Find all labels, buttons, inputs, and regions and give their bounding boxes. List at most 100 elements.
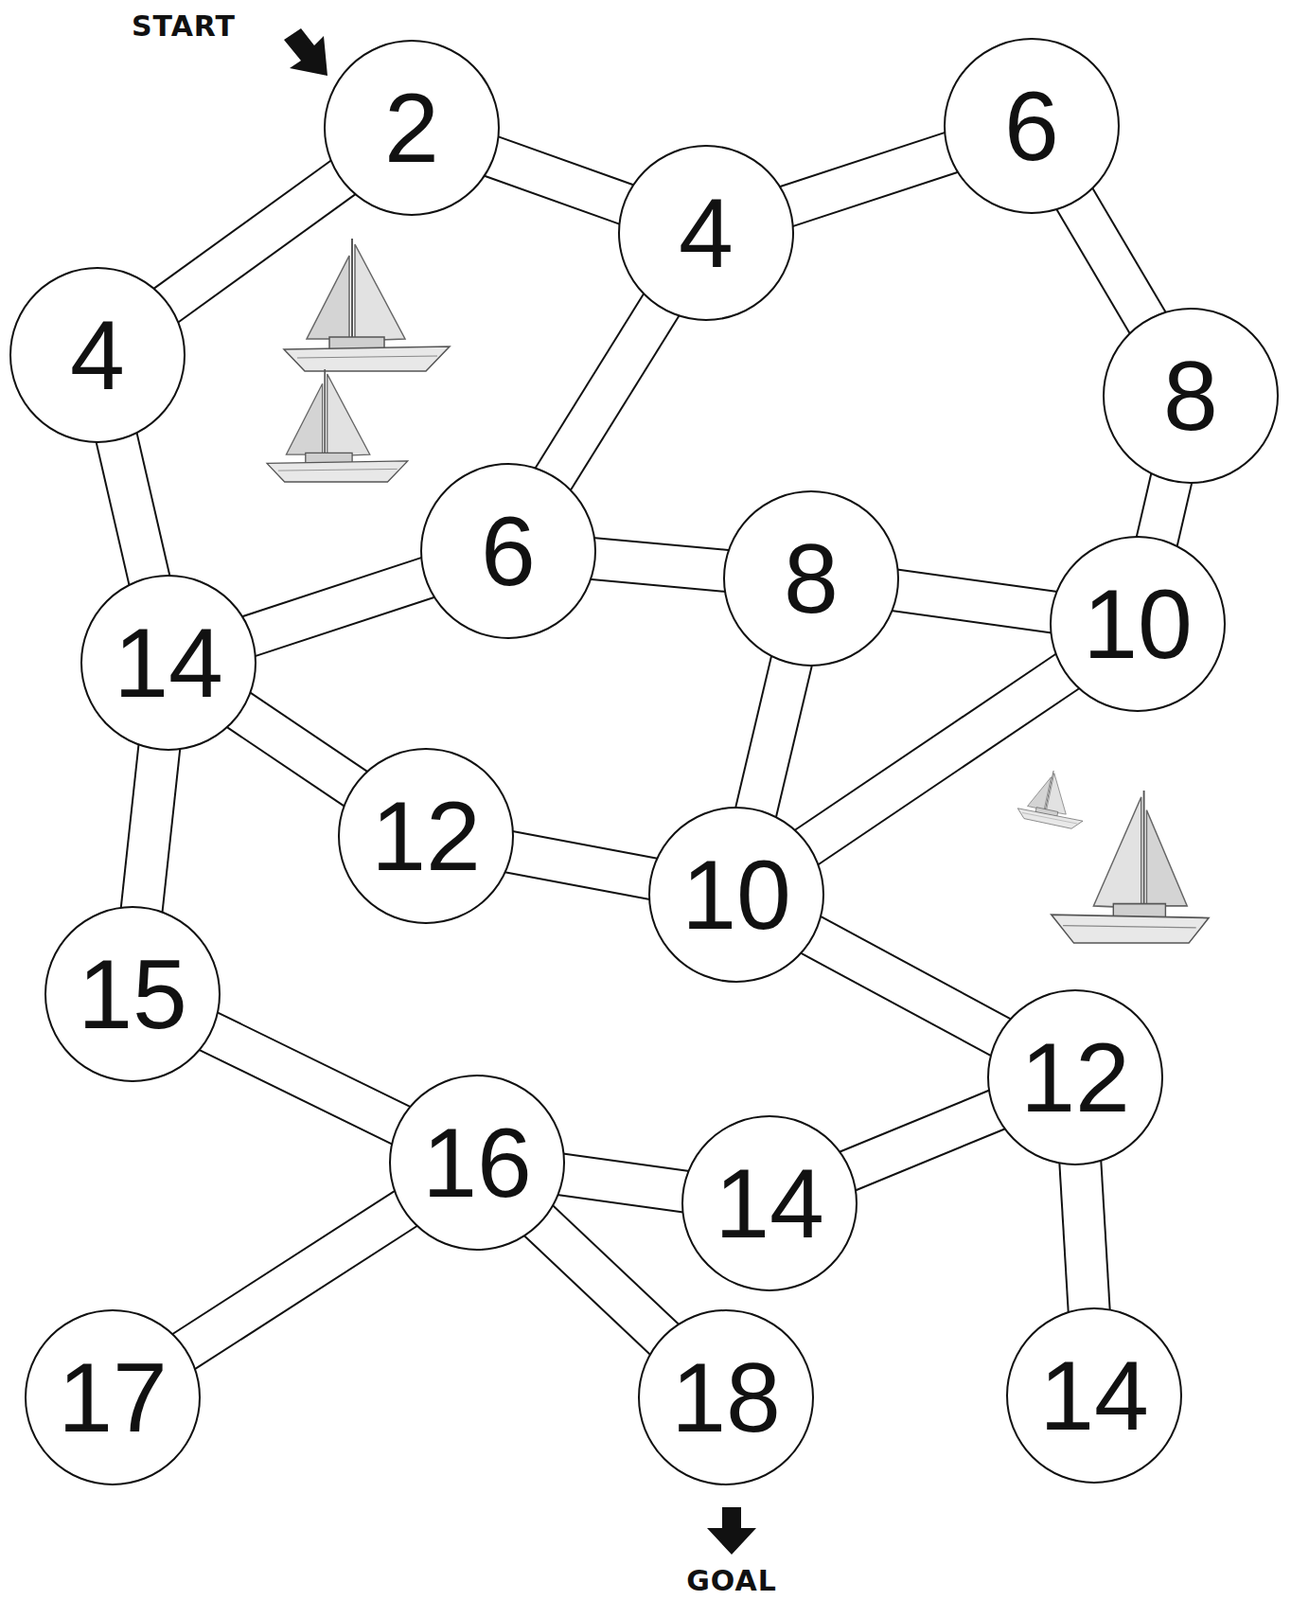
corridor-edge	[782, 151, 955, 209]
number-circle: 6	[420, 462, 597, 639]
step-number: 12	[371, 786, 481, 885]
path-corridor	[782, 151, 955, 209]
path-corridor	[245, 576, 433, 638]
corridor-edge	[1155, 474, 1173, 546]
corridor-fill	[1079, 1157, 1090, 1315]
corridor-fill	[588, 558, 732, 572]
step-number: 14	[1039, 1345, 1150, 1445]
number-circle: 8	[1102, 307, 1279, 484]
path-corridor	[550, 300, 664, 483]
corridor-fill	[807, 932, 1005, 1039]
corridor-fill	[802, 669, 1071, 850]
corridor-edge	[844, 1107, 1002, 1172]
number-circle: 16	[389, 1074, 566, 1251]
sailboat	[1051, 790, 1209, 943]
corridor-fill	[1155, 474, 1173, 546]
path-corridor	[588, 558, 732, 572]
sailboat	[1015, 764, 1092, 831]
path-corridor	[487, 155, 631, 207]
number-circle: 4	[9, 266, 186, 443]
corridor-edge	[807, 932, 1005, 1039]
corridor-fill	[782, 151, 955, 209]
number-circle: 14	[681, 1114, 858, 1291]
corridor-edge	[588, 558, 732, 572]
start-arrow	[283, 28, 328, 76]
path-corridor	[1072, 194, 1150, 327]
step-number: 18	[671, 1347, 781, 1447]
corridor-fill	[535, 1217, 668, 1342]
path-corridor	[535, 1217, 668, 1342]
path-corridor	[204, 1028, 405, 1127]
corridor-fill	[115, 433, 151, 584]
corridor-fill	[550, 300, 664, 483]
path-corridor	[505, 850, 658, 880]
step-number: 8	[1163, 346, 1219, 445]
corridor-edge	[802, 669, 1071, 850]
corridor-edge	[535, 1217, 668, 1342]
number-circle: 12	[337, 747, 514, 924]
corridor-edge	[245, 576, 433, 638]
corridor-fill	[179, 1205, 409, 1354]
number-circle: 8	[723, 490, 900, 667]
path-corridor	[179, 1205, 409, 1354]
step-number: 12	[1020, 1027, 1131, 1127]
corridor-edge	[141, 742, 160, 915]
step-number: 10	[681, 845, 792, 944]
corridor-edge	[556, 1173, 690, 1193]
path-corridor	[235, 707, 360, 791]
corridor-edge	[1079, 1157, 1090, 1315]
number-circle: 4	[618, 144, 795, 321]
corridor-fill	[556, 1173, 690, 1193]
number-circle: 10	[648, 806, 825, 983]
corridor-fill	[505, 850, 658, 880]
number-circle: 14	[80, 574, 257, 751]
path-corridor	[844, 1107, 1002, 1172]
step-number: 17	[57, 1347, 168, 1447]
step-number: 4	[70, 305, 125, 405]
step-number: 8	[783, 529, 839, 628]
corridor-edge	[204, 1028, 405, 1127]
step-number: 15	[77, 944, 188, 1044]
corridor-fill	[162, 175, 347, 308]
corridor-fill	[245, 576, 433, 638]
path-corridor	[890, 589, 1059, 614]
step-number: 14	[714, 1153, 825, 1253]
number-circle: 2	[323, 39, 500, 216]
corridor-edge	[505, 850, 658, 880]
corridor-edge	[1072, 194, 1150, 327]
step-number: 10	[1082, 574, 1193, 673]
step-number: 16	[422, 1113, 532, 1212]
path-corridor	[115, 433, 151, 584]
step-number: 2	[384, 78, 440, 177]
number-circle: 14	[1006, 1307, 1183, 1484]
step-number: 14	[113, 613, 224, 712]
corridor-edge	[487, 155, 631, 207]
corridor-edge	[890, 589, 1059, 614]
sailboat	[283, 238, 450, 372]
path-corridor	[1079, 1157, 1090, 1315]
path-corridor	[162, 175, 347, 308]
goal-arrow	[707, 1506, 757, 1555]
goal-label: GOAL	[686, 1563, 778, 1597]
number-circle: 12	[987, 989, 1164, 1166]
step-number: 4	[678, 183, 734, 283]
corridor-edge	[755, 656, 794, 817]
number-circle: 17	[24, 1308, 201, 1486]
sailboat	[266, 369, 408, 482]
corridor-edge	[235, 707, 360, 791]
start-label: START	[131, 9, 236, 43]
corridor-edge	[179, 1205, 409, 1354]
corridor-fill	[235, 707, 360, 791]
corridor-fill	[204, 1028, 405, 1127]
path-corridor	[1155, 474, 1173, 546]
corridor-fill	[141, 742, 160, 915]
corridor-edge	[550, 300, 664, 483]
number-circle: 18	[637, 1308, 814, 1486]
corridor-fill	[1072, 194, 1150, 327]
corridor-fill	[890, 589, 1059, 614]
corridor-edge	[162, 175, 347, 308]
path-corridor	[141, 742, 160, 915]
number-circle: 6	[943, 37, 1120, 214]
